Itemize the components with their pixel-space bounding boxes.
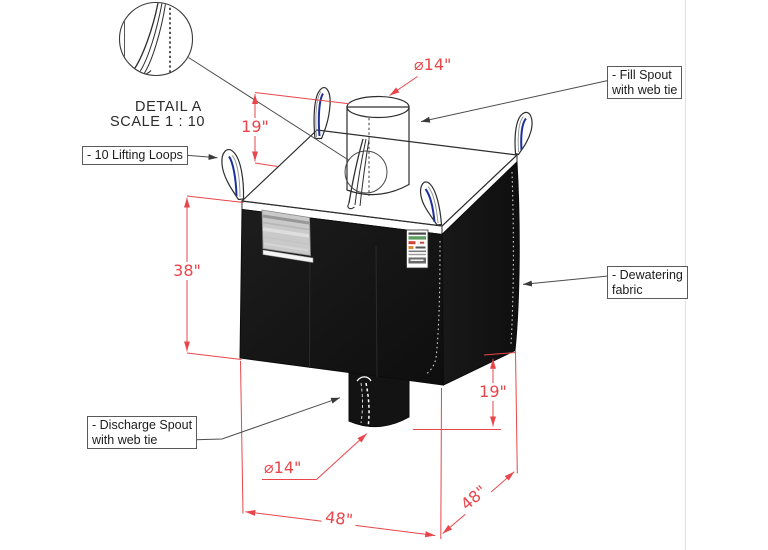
detail-view-title: DETAIL A — [135, 99, 202, 115]
pouch-streak — [262, 221, 310, 231]
dewatering-callout-line2: fabric — [612, 282, 643, 297]
care-label-tag — [406, 229, 429, 269]
stitch-line-corner — [426, 240, 441, 374]
lifting-loops-callout: - 10 Lifting Loops — [82, 146, 188, 165]
lifting-loops-callout-text: - 10 Lifting Loops — [87, 148, 183, 162]
loop-stripe — [424, 188, 436, 223]
discharge-spout-callout: - Discharge Spout with web tie — [87, 416, 198, 449]
loop-stripe — [228, 155, 238, 197]
fill-spout — [344, 95, 410, 210]
discharge-leader — [186, 397, 341, 441]
fill-spout-leader — [420, 80, 609, 123]
fill-diameter-dim-text: ⌀14" — [414, 55, 452, 74]
dewatering-fabric-panel — [441, 160, 520, 386]
fill-spout-web-tie — [347, 138, 370, 210]
detail-a-marker-circle — [344, 150, 388, 194]
pouch-streak — [262, 214, 310, 225]
fill-spout-opening — [346, 95, 410, 119]
discharge-web-tie-rope — [365, 382, 370, 429]
pouch-flap — [262, 249, 314, 263]
discharge-spout — [348, 367, 410, 429]
dim-body-height — [184, 195, 244, 360]
lifting-loop-front-left — [221, 148, 245, 201]
pouch-streak — [262, 227, 310, 238]
dim-fill-spout-diameter — [389, 76, 418, 96]
dewatering-callout: - Dewatering fabric — [607, 266, 688, 299]
detail-view-scale: SCALE 1 : 10 — [110, 114, 206, 130]
dewatering-callout-line1: - Dewatering — [612, 268, 683, 282]
discharge-callout-line2: with web tie — [92, 432, 158, 447]
fill-spout-callout-line2: with web tie — [612, 82, 678, 97]
body-height-dim-text: 38" — [169, 262, 205, 280]
detail-leader-line — [188, 57, 349, 161]
discharge-web-tie — [356, 376, 372, 382]
discharge-height-dim-text: 19" — [478, 382, 508, 401]
detail-circle-outline — [118, 1, 194, 77]
detail-view — [118, 1, 349, 161]
fill-spout-callout-line1: - Fill Spout — [612, 68, 672, 82]
discharge-diameter-dim-text: ⌀14" — [264, 458, 302, 477]
lifting-loops-leader — [183, 153, 218, 160]
pouch-streak — [263, 236, 309, 245]
dewatering-leader — [522, 275, 609, 287]
bulk-bag — [221, 86, 533, 429]
fill-spout-body — [346, 106, 410, 196]
pouch-streak — [263, 242, 309, 252]
loop-stripe — [520, 117, 527, 151]
loop-stripe — [317, 92, 324, 137]
fill-spout-callout: - Fill Spout with web tie — [607, 66, 683, 99]
fill-height-dim-text: 19" — [240, 117, 270, 136]
panel-seam — [375, 245, 378, 378]
stitch-line-side — [510, 171, 514, 345]
lifting-loop-back-left — [313, 86, 331, 140]
discharge-spout-body — [348, 367, 410, 428]
discharge-callout-line1: - Discharge Spout — [92, 418, 193, 432]
dim-discharge-diameter — [262, 433, 368, 480]
lifting-loop-front-right — [419, 181, 443, 226]
lifting-loop-back-right — [514, 111, 533, 156]
document-pouch — [261, 209, 314, 263]
